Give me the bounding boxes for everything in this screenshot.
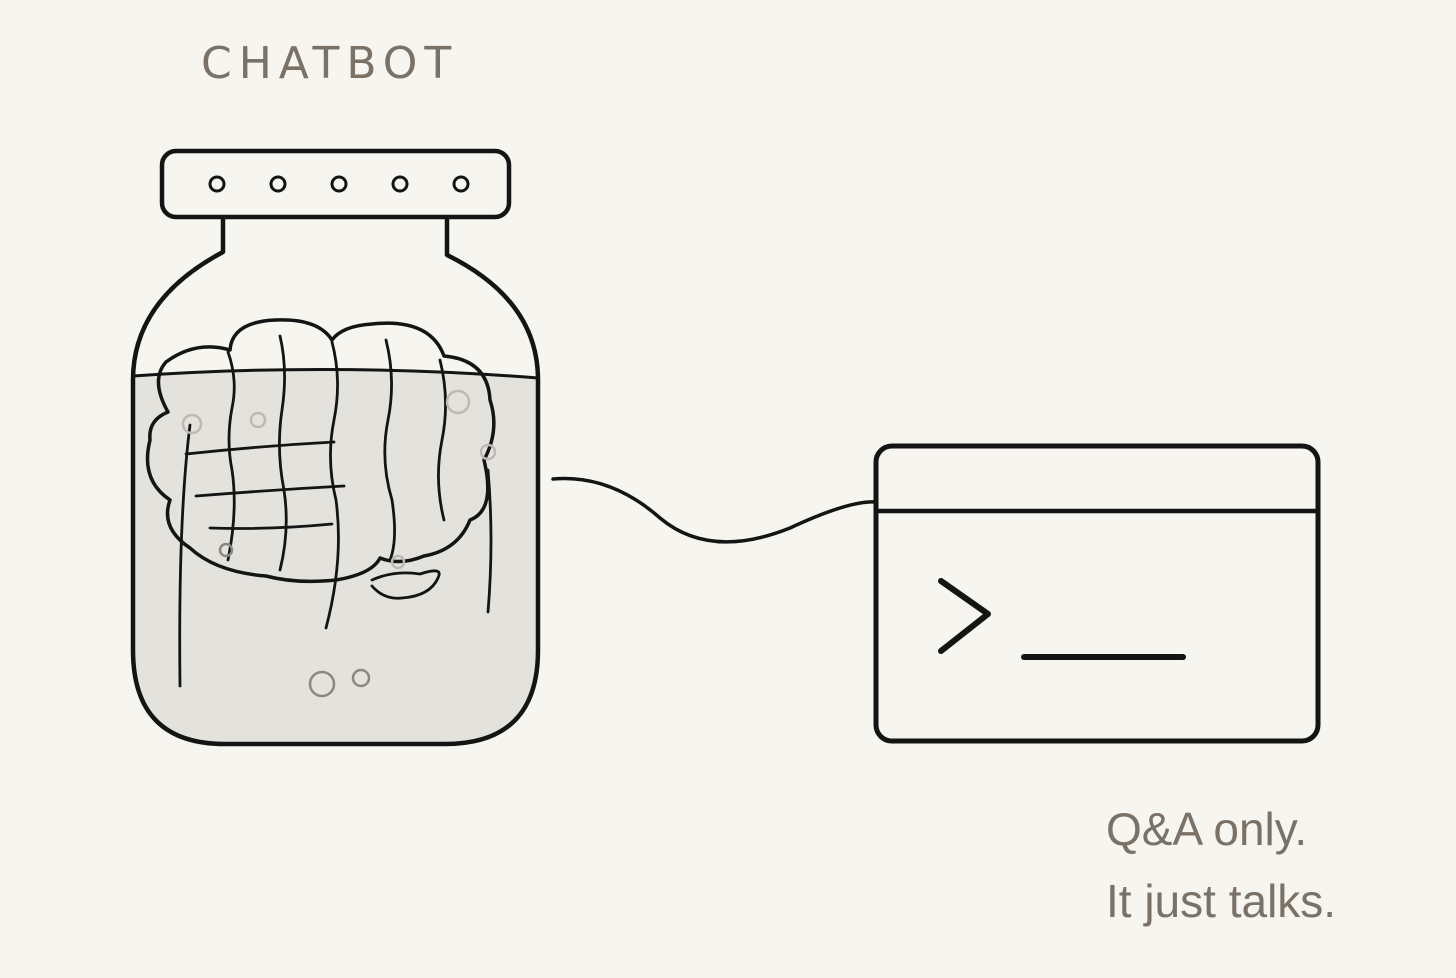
brain-outline <box>145 318 496 584</box>
jar-liquid <box>133 369 538 744</box>
prompt-chevron-icon <box>938 578 991 654</box>
lid-holes <box>208 175 470 193</box>
jar-body <box>130 217 541 747</box>
terminal-frame <box>873 443 1321 744</box>
jar-lid <box>159 148 512 220</box>
caption-line-2: It just talks. <box>1106 875 1337 927</box>
terminal-window-icon <box>873 443 1321 744</box>
diagram-title: CHATBOT <box>201 38 459 89</box>
caption-line-1: Q&A only. <box>1106 803 1308 855</box>
brain-in-jar-icon <box>130 148 541 747</box>
bubbles <box>181 389 497 570</box>
bubbles-dark <box>218 542 371 698</box>
brain-folds <box>178 334 493 688</box>
connector-cable <box>551 476 878 544</box>
